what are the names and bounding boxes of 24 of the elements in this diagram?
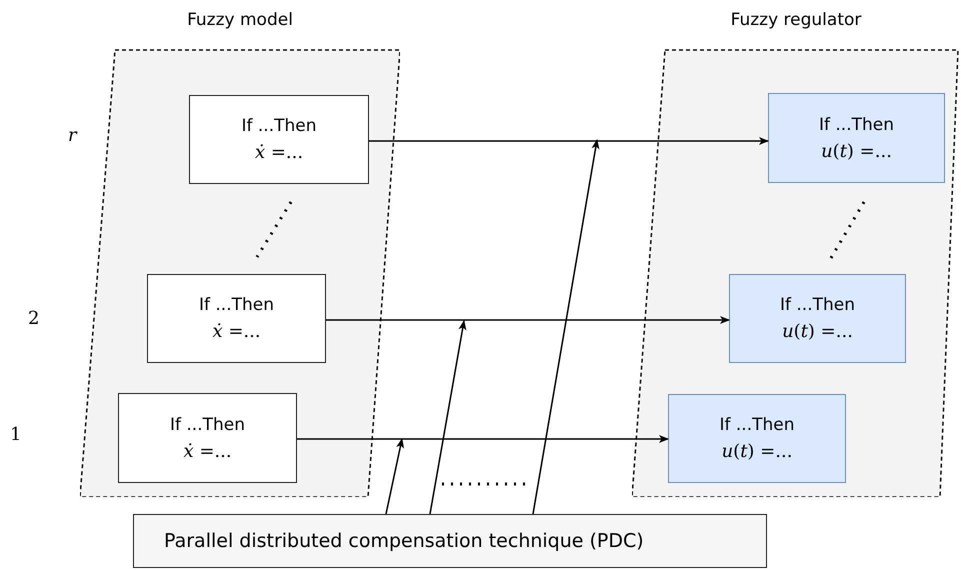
formula: ẋ =...: [211, 321, 262, 342]
group-heading: Fuzzy regulator: [730, 10, 862, 30]
group-heading: Fuzzy model: [186, 10, 294, 30]
arrow: [326, 316, 730, 324]
rule-text: If ...Then: [168, 414, 246, 434]
formula: u(t) =...: [720, 441, 794, 462]
level-number: 1: [10, 424, 22, 445]
rule-text: If ...Then: [778, 295, 856, 315]
formula: ẋ =...: [182, 440, 233, 462]
formula: u(t) =...: [820, 140, 893, 162]
rule-text: If ...Then: [818, 114, 895, 134]
level-number: 2: [28, 308, 40, 329]
process-box: Parallel distributed compensation technique (PDC): [133, 514, 767, 568]
formula: ẋ =...: [254, 142, 304, 163]
arrow: [532, 139, 600, 514]
level-number: r: [68, 125, 77, 146]
rule-text: If ...Then: [240, 116, 318, 136]
arrow: [385, 438, 404, 514]
rule-text: If ...Then: [718, 415, 796, 435]
arrow: [369, 137, 769, 145]
arrow: [297, 435, 669, 443]
formula: u(t) =...: [781, 321, 854, 342]
rule-text: If ...Then: [198, 295, 275, 315]
arrow: [429, 320, 466, 514]
